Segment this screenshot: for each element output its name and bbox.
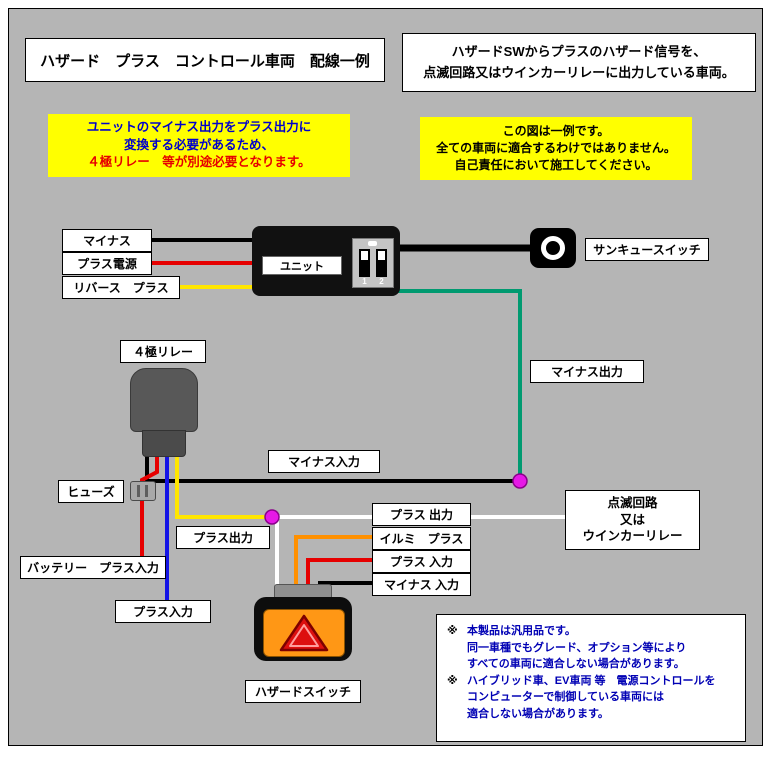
note-item2-line2: コンピューターで制御している車両には [467, 691, 665, 703]
minus-input-label: マイナス入力 [268, 450, 380, 473]
flasher-line1: 点滅回路 [607, 495, 658, 510]
flasher-line3: ウインカーリレー [582, 529, 683, 544]
flasher-line2: 又は [619, 512, 645, 527]
note-marker-2: ※ [447, 674, 458, 687]
warning-right-box: この図は一例です。 全ての車両に適合するわけではありません。 自己責任において施… [420, 117, 692, 180]
dip-switch-1 [359, 249, 370, 277]
note-item-2-row-1: ※ ハイブリッド車、EV車両 等 電源コントロールを [447, 673, 739, 690]
battery-plus-input-label: バッテリー プラス入力 [20, 556, 166, 579]
fuse-pin-1 [137, 485, 140, 497]
dip-indicator-icon [368, 241, 377, 246]
note-indent [447, 656, 467, 673]
relay-body [130, 368, 198, 432]
notes-box: ※ 本製品は汎用品です。 同一車種でもグレード、オプション等により すべての車両… [436, 614, 746, 742]
plus-power-label: プラス電源 [62, 252, 152, 275]
minus-input2-label: マイナス 入力 [372, 573, 471, 596]
dip-digit-1: 1 [362, 277, 367, 286]
flasher-relay-box: 点滅回路 又は ウインカーリレー [565, 490, 700, 550]
relay-label: ４極リレー [120, 340, 206, 363]
unit-module: ユニット 1 2 [252, 226, 400, 296]
note-item2-line3: 適合しない場合があります。 [467, 707, 609, 720]
note-item-1-row-1: ※ 本製品は汎用品です。 [447, 623, 739, 640]
note-item1-line3: すべての車両に適合しない場合があります。 [467, 658, 685, 670]
dip-switch-1-slider [361, 251, 368, 260]
dip-switch-2-slider [378, 251, 385, 260]
note-indent [447, 689, 467, 706]
note-marker-1: ※ [447, 625, 458, 637]
warning-right-line3: 自己責任において施工してください。 [454, 157, 658, 172]
plus-input-label: プラス 入力 [372, 550, 471, 573]
note-item-2-row-2: コンピューターで制御している車両には [447, 689, 739, 706]
warning-right-line1: この図は一例です。 [502, 124, 610, 139]
note-item-1-row-2: 同一車種でもグレード、オプション等により [447, 640, 739, 657]
note-item1-line1: 本製品は汎用品です。 [467, 625, 576, 637]
vehicle-type-line1: ハザードSWからプラスのハザード信号を、 [451, 44, 707, 60]
warning-left-box: ユニットのマイナス出力をプラス出力に 変換する必要があるため、 ４極リレー 等が… [48, 114, 350, 177]
note-item1-line2: 同一車種でもグレード、オプション等により [467, 641, 687, 654]
minus-output-label: マイナス出力 [530, 360, 644, 383]
fuse-label: ヒューズ [58, 480, 124, 503]
hazard-switch-face [263, 609, 345, 657]
vehicle-type-line2: 点滅回路又はウインカーリレーに出力している車両。 [423, 64, 735, 80]
hazard-switch-body [254, 597, 352, 661]
page-title: ハザード プラス コントロール車両 配線一例 [25, 38, 385, 82]
plus-output-relay-label: プラス出力 [176, 526, 270, 549]
unit-label: ユニット [262, 256, 342, 275]
dip-switch-2 [376, 249, 387, 277]
note-indent [447, 640, 467, 657]
plus-output-label: プラス 出力 [372, 503, 471, 526]
note-item-2-row-3: 適合しない場合があります。 [447, 706, 739, 723]
thankyou-switch-label: サンキュースイッチ [585, 238, 709, 261]
warning-left-line2: 変換する必要があるため、 [123, 137, 274, 152]
note-indent [447, 706, 467, 723]
warning-left-line3: ４極リレー 等が別途必要となります。 [87, 155, 311, 170]
hazard-switch-label: ハザードスイッチ [245, 680, 361, 703]
note-item2-line1: ハイブリッド車、EV車両 等 電源コントロールを [467, 674, 716, 687]
minus-label: マイナス [62, 229, 152, 252]
relay-stem [142, 430, 186, 457]
fuse-pin-2 [145, 485, 148, 497]
warning-left-line1: ユニットのマイナス出力をプラス出力に [86, 120, 312, 135]
hazard-triangle-icon [279, 614, 329, 652]
warning-right-line2: 全ての車両に適合するわけではありません。 [436, 141, 676, 156]
connector-ring-icon [541, 236, 565, 260]
reverse-plus-label: リバース プラス [62, 276, 180, 299]
plus-input-relay-label: プラス入力 [115, 600, 211, 623]
note-item-1-row-3: すべての車両に適合しない場合があります。 [447, 656, 739, 673]
thankyou-switch-connector [530, 228, 576, 268]
dip-digit-2: 2 [379, 277, 384, 286]
fuse-icon [130, 481, 156, 501]
illumi-plus-label: イルミ プラス [372, 527, 471, 550]
dip-switch-panel: 1 2 [352, 238, 394, 288]
vehicle-type-box: ハザードSWからプラスのハザード信号を、 点滅回路又はウインカーリレーに出力して… [402, 33, 756, 92]
